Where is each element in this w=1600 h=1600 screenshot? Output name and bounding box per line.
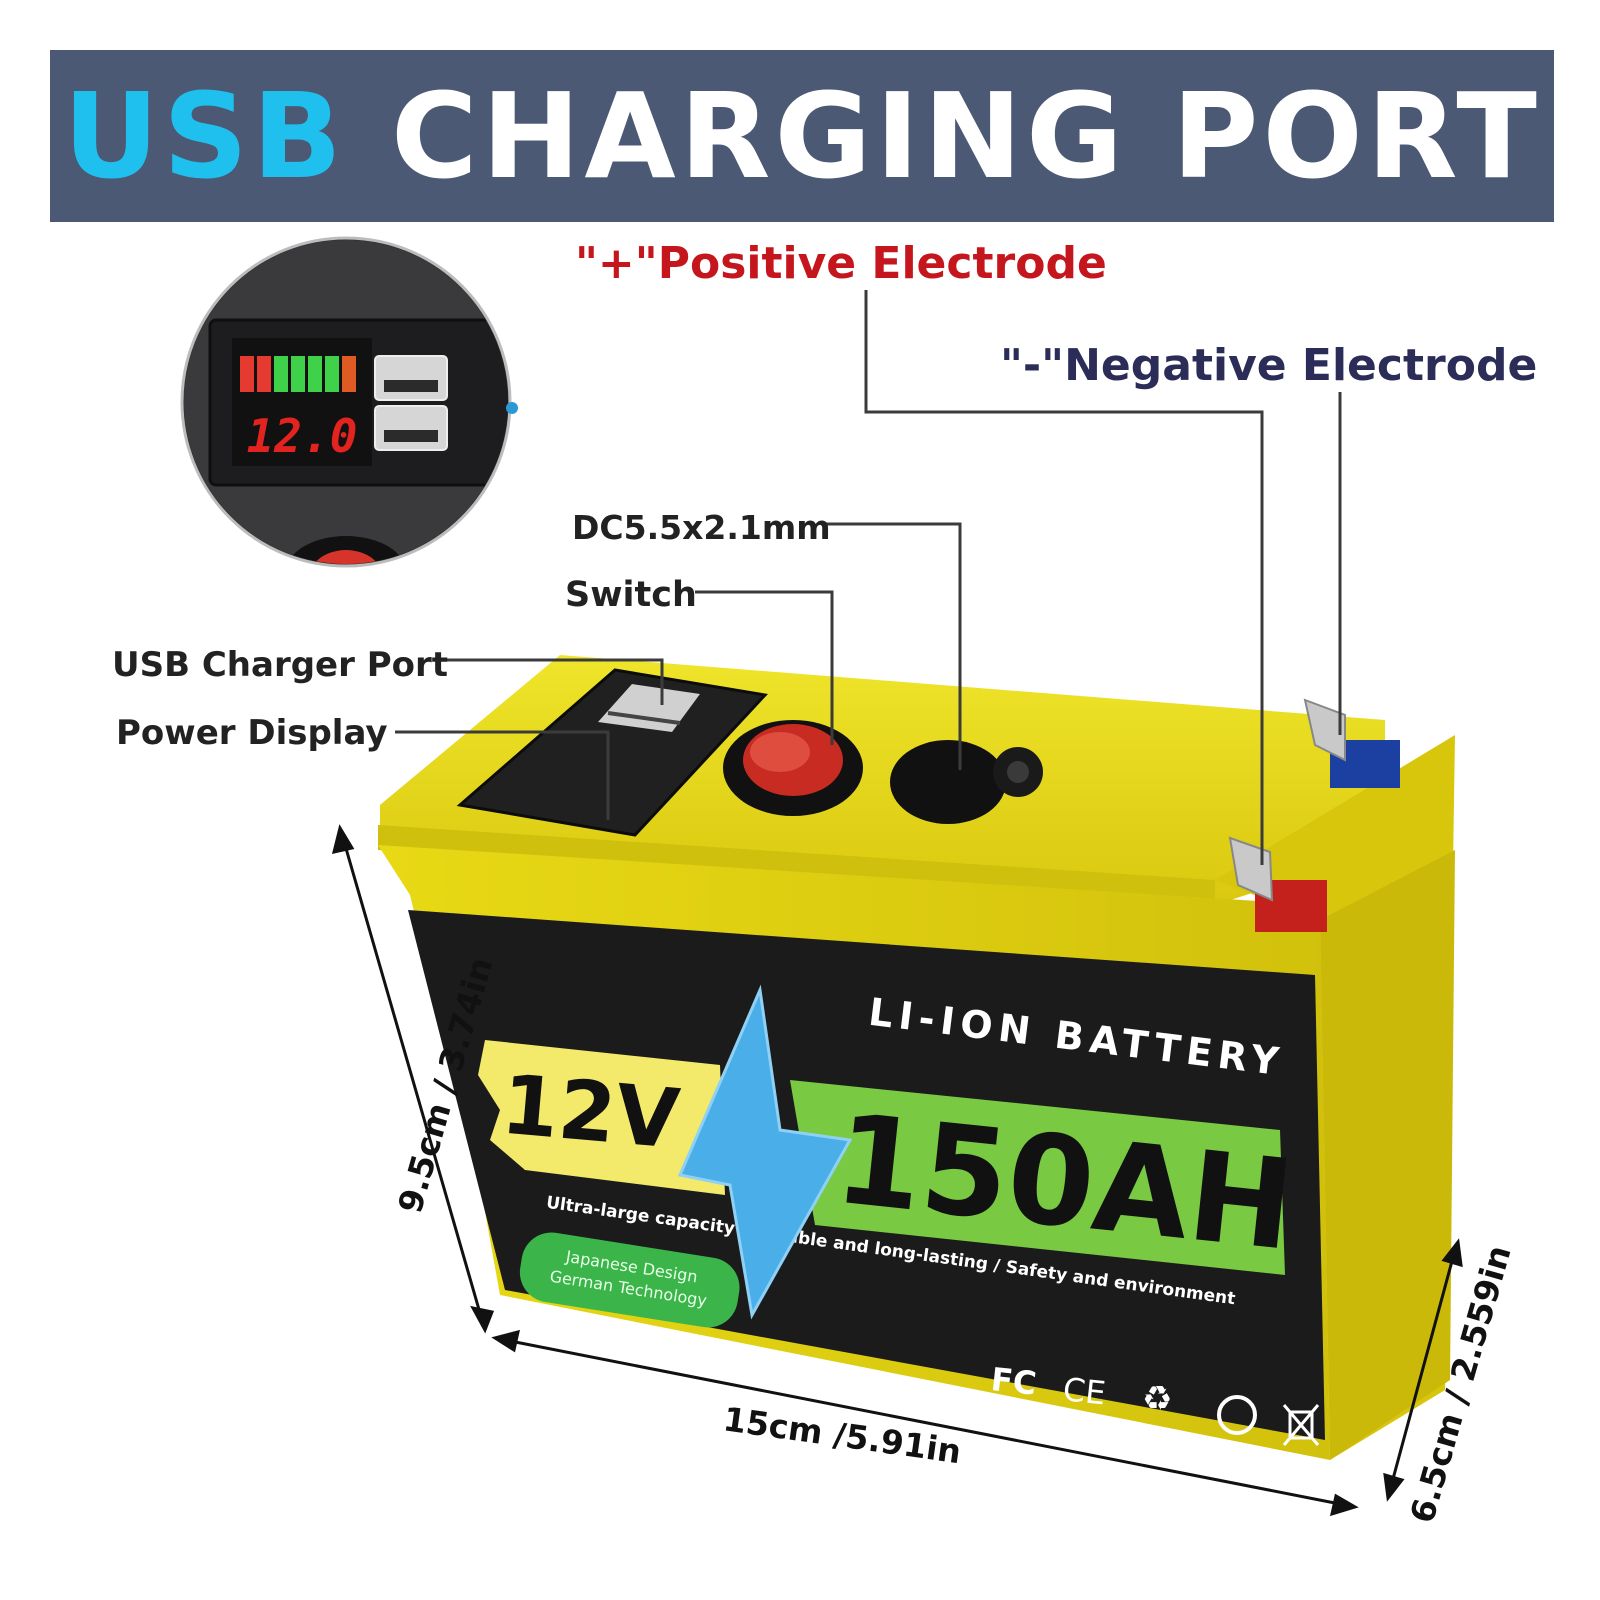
voltage-text: 12V [498, 1058, 684, 1168]
switch-label: Switch [565, 575, 697, 615]
negative-electrode-label: "-"Negative Electrode [1000, 340, 1538, 391]
voltage-plate [478, 1040, 725, 1195]
display-zoom-inset: 12.0 [180, 236, 518, 568]
dc-jack-label: DC5.5x2.1mm [572, 508, 831, 547]
capacity-plate [790, 1080, 1285, 1275]
design-badge: Japanese Design German Technology [519, 1232, 740, 1328]
no-bin-icon [1282, 1404, 1320, 1446]
dimension-arrows [331, 824, 1463, 1517]
battery: 12V 150AH LI-ION BATTERY Ultra-large cap… [378, 655, 1455, 1460]
inset-usb-port-2 [374, 405, 448, 451]
recycle-icon: ♻ [1142, 1379, 1172, 1419]
inset-usb-port-1 [374, 355, 448, 401]
ce-mark-icon: CE [1061, 1370, 1107, 1412]
header-banner: USB CHARGING PORT [50, 50, 1554, 222]
banner-title: USB CHARGING PORT [50, 50, 1554, 222]
length-dimension: 15cm /5.91in [721, 1399, 964, 1471]
positive-electrode-label: "+"Positive Electrode [575, 238, 1107, 289]
banner-title-rest: CHARGING PORT [391, 67, 1541, 205]
lightning-bolt-icon [677, 984, 853, 1320]
certification-marks: FC CE ♻ [989, 1360, 1320, 1446]
no-fire-icon [1217, 1395, 1257, 1435]
callout-lines [395, 290, 1342, 865]
power-display-module [456, 668, 768, 837]
power-display-label: Power Display [116, 713, 388, 753]
dc-jack [890, 740, 1006, 824]
fc-mark-icon: FC [989, 1360, 1038, 1403]
usb-charger-port-label: USB Charger Port [112, 645, 449, 685]
usb-charger-port [598, 684, 700, 732]
banner-title-usb: USB [63, 67, 346, 205]
inset-voltage-readout: 12.0 [247, 409, 358, 463]
